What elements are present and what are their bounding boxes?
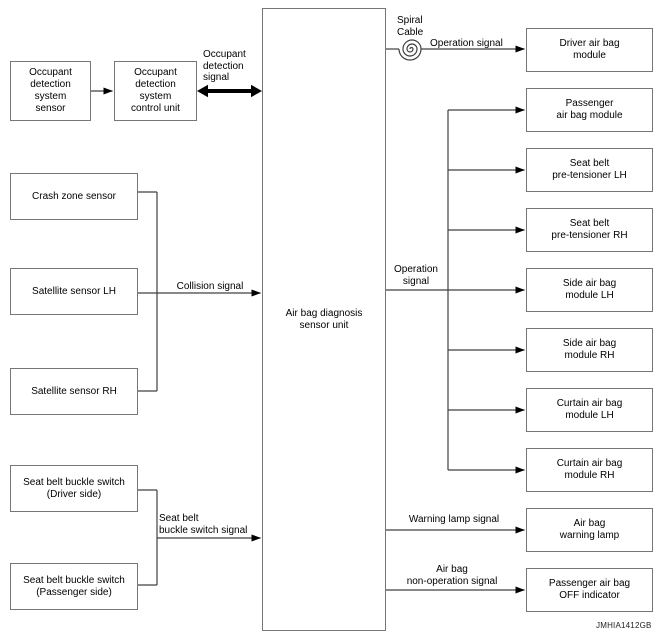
box-curtain-air-bag-module-rh: Curtain air bag module RH <box>526 448 653 492</box>
label-seat-belt-buckle-switch-signal: Seat belt buckle switch signal <box>159 513 248 536</box>
box-seat-belt-pre-tensioner-rh: Seat belt pre-tensioner RH <box>526 208 653 252</box>
box-passenger-air-bag-module: Passenger air bag module <box>526 88 653 132</box>
box-air-bag-warning-lamp: Air bag warning lamp <box>526 508 653 552</box>
label-occupant-detection-signal: Occupant detection signal <box>203 49 246 83</box>
spiral-cable-icon <box>398 39 422 61</box>
label-air-bag-non-operation-signal: Air bag non-operation signal <box>406 564 498 587</box>
box-seat-belt-pre-tensioner-lh: Seat belt pre-tensioner LH <box>526 148 653 192</box>
box-curtain-air-bag-module-lh: Curtain air bag module LH <box>526 388 653 432</box>
label-operation-signal-top: Operation signal <box>430 38 503 49</box>
box-crash-zone-sensor: Crash zone sensor <box>10 173 138 220</box>
label-warning-lamp-signal: Warning lamp signal <box>408 514 500 525</box>
box-satellite-sensor-lh: Satellite sensor LH <box>10 268 138 315</box>
label-collision-signal: Collision signal <box>176 281 244 292</box>
box-satellite-sensor-rh: Satellite sensor RH <box>10 368 138 415</box>
box-occupant-detection-control-unit: Occupant detection system control unit <box>114 61 197 121</box>
figure-code: JMHIA1412GB <box>596 621 652 630</box>
box-side-air-bag-module-rh: Side air bag module RH <box>526 328 653 372</box>
box-passenger-air-bag-off-indicator: Passenger air bag OFF indicator <box>526 568 653 612</box>
box-side-air-bag-module-lh: Side air bag module LH <box>526 268 653 312</box>
box-air-bag-diagnosis-sensor-unit: Air bag diagnosis sensor unit <box>262 8 386 631</box>
box-seat-belt-buckle-switch-driver: Seat belt buckle switch (Driver side) <box>10 465 138 512</box>
box-occupant-detection-sensor: Occupant detection system sensor <box>10 61 91 121</box>
box-seat-belt-buckle-switch-passenger: Seat belt buckle switch (Passenger side) <box>10 563 138 610</box>
label-operation-signal-mid: Operation signal <box>394 264 438 287</box>
label-spiral-cable: Spiral Cable <box>397 15 424 38</box>
box-driver-air-bag-module: Driver air bag module <box>526 28 653 72</box>
occupant-detection-double-arrow <box>197 84 262 98</box>
